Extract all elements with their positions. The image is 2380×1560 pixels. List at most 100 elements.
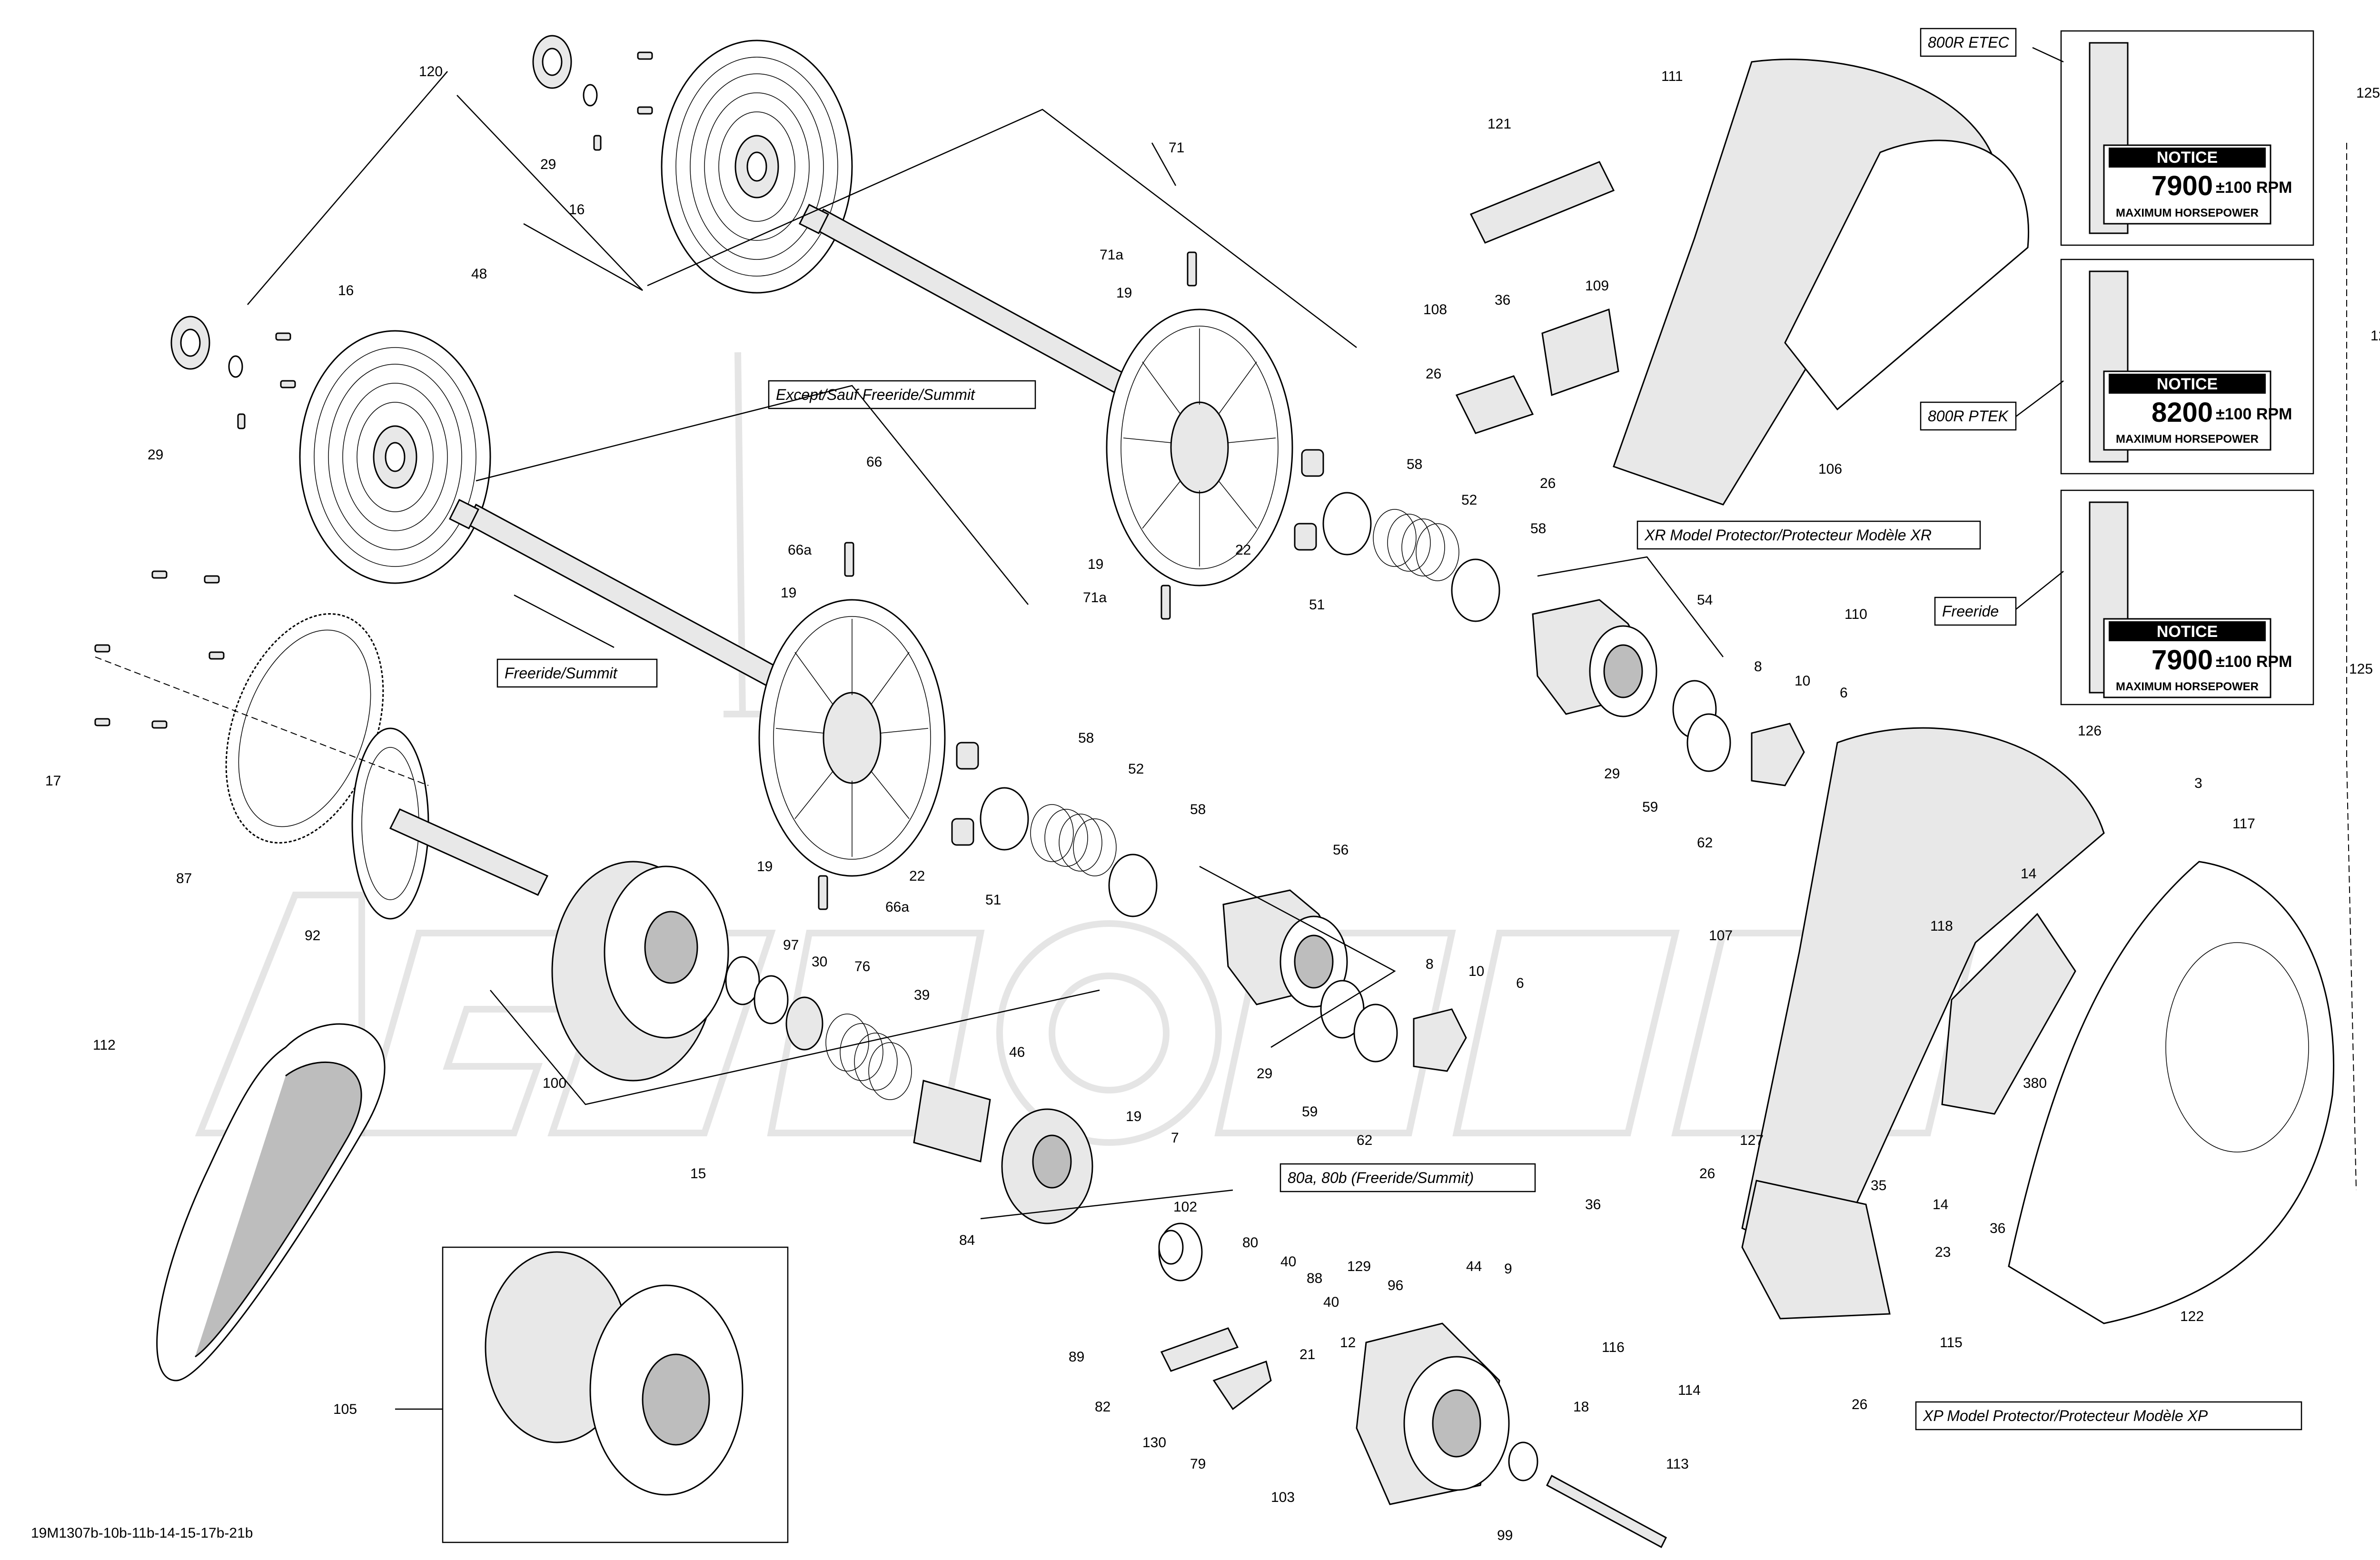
callout-120: 120	[419, 64, 443, 79]
callout-58: 58	[1530, 521, 1546, 537]
decal-3-tol: ±100 RPM	[2216, 653, 2292, 671]
callout-40: 40	[1280, 1254, 1296, 1270]
callout-19: 19	[1116, 285, 1132, 301]
screws-16b	[237, 332, 296, 429]
driven-pulley-lower	[758, 599, 946, 877]
callout-88: 88	[1307, 1271, 1322, 1286]
callout-76: 76	[854, 959, 870, 974]
callout-3: 3	[2194, 775, 2202, 791]
screw-66a-bottom	[818, 875, 828, 910]
callout-107: 107	[1709, 928, 1733, 944]
callout-51: 51	[1309, 597, 1325, 613]
callout-17: 17	[45, 773, 61, 789]
callout-58: 58	[1190, 802, 1206, 817]
callout-21: 21	[1299, 1347, 1315, 1362]
callout-29: 29	[1257, 1066, 1272, 1082]
callout-99: 99	[1497, 1528, 1513, 1543]
callout-9: 9	[1504, 1261, 1512, 1277]
callout-380: 380	[2023, 1075, 2047, 1091]
callout-59: 59	[1302, 1104, 1318, 1120]
callout-19: 19	[781, 585, 796, 601]
driven-pulley-upper	[1106, 308, 1293, 586]
cover-117	[2008, 861, 2334, 1324]
callout-71: 71	[1169, 140, 1184, 156]
guard-115	[1741, 1180, 1891, 1320]
cam-54	[1532, 599, 1657, 717]
bushing-51b	[1294, 523, 1317, 551]
callout-124: 124	[2370, 328, 2380, 344]
callout-26: 26	[1426, 366, 1441, 382]
callout-14: 14	[1933, 1197, 1948, 1212]
callout-108: 108	[1423, 302, 1447, 318]
callout-71a: 71a	[1083, 590, 1107, 606]
callout-7: 7	[1171, 1130, 1179, 1146]
callout-109: 109	[1585, 278, 1609, 294]
spring-52-lower	[980, 787, 1158, 917]
callout-84: 84	[959, 1232, 975, 1248]
label-800r-ptek: 800R PTEK	[1928, 407, 2009, 425]
decal-3-sub: MAXIMUM HORSEPOWER	[2116, 680, 2259, 693]
handle-121	[1469, 161, 1615, 244]
callout-80: 80	[1242, 1235, 1258, 1251]
callout-29: 29	[1604, 766, 1620, 782]
callout-82: 82	[1095, 1399, 1111, 1415]
callout-10: 10	[1795, 673, 1810, 689]
callout-19: 19	[757, 859, 773, 874]
callout-66a: 66a	[788, 542, 812, 558]
callout-112: 112	[93, 1037, 116, 1053]
engine-panel-800r-ptek	[2060, 258, 2314, 475]
box-freeride	[1934, 596, 2017, 626]
inset-box-105	[442, 1246, 789, 1543]
callout-40: 40	[1323, 1294, 1339, 1310]
decal-1-tol: ±100 RPM	[2216, 179, 2292, 197]
driven-sheave-upper	[661, 40, 853, 294]
box-xp-protector	[1915, 1401, 2302, 1431]
callout-19: 19	[1126, 1109, 1141, 1124]
callout-36: 36	[1990, 1221, 2005, 1236]
callout-16: 16	[338, 283, 354, 298]
washers-97-30-76	[725, 956, 823, 1051]
callout-8: 8	[1426, 956, 1434, 972]
callout-97: 97	[783, 937, 799, 953]
callout-51: 51	[985, 892, 1001, 908]
bushing-51a	[1301, 449, 1324, 477]
callouts: 120 29 16 48 16 29 71 71a 19 19 71a 22 5…	[45, 64, 2380, 1543]
sleeve-46	[913, 1080, 991, 1163]
callout-36: 36	[1585, 1197, 1601, 1212]
callout-8: 8	[1754, 659, 1762, 675]
bolts-17	[94, 570, 225, 729]
callout-18: 18	[1573, 1399, 1589, 1415]
callout-111: 111	[1661, 69, 1683, 84]
callout-121: 121	[1488, 116, 1511, 132]
callout-96: 96	[1388, 1278, 1403, 1293]
box-except-freeride	[768, 380, 1036, 409]
label-freeride-summit: Freeride/Summit	[505, 665, 618, 682]
leader-lines	[95, 47, 2357, 1410]
callout-100: 100	[543, 1075, 566, 1091]
screw-71a-top	[1187, 251, 1197, 287]
callout-125: 125	[2349, 661, 2373, 677]
callout-44: 44	[1466, 1259, 1482, 1274]
label-800r-etec: 800R ETEC	[1928, 34, 2010, 51]
shaft-71	[798, 203, 1191, 430]
bushing-51d	[951, 818, 974, 846]
callout-115: 115	[1940, 1335, 1963, 1351]
callout-92: 92	[305, 928, 320, 944]
callout-6: 6	[1840, 685, 1848, 701]
callout-62: 62	[1697, 835, 1713, 851]
callout-52: 52	[1128, 761, 1144, 777]
callout-102: 102	[1173, 1199, 1197, 1215]
callout-110: 110	[1844, 606, 1867, 622]
callout-35: 35	[1871, 1178, 1886, 1193]
fixed-sheave-92	[351, 727, 549, 920]
callout-22: 22	[1235, 542, 1251, 558]
callout-66a: 66a	[885, 899, 909, 915]
callout-29: 29	[540, 157, 556, 172]
callout-36: 36	[1495, 292, 1510, 308]
housing-62	[1413, 723, 1805, 1072]
screw-66a-top	[844, 542, 854, 577]
callout-58: 58	[1078, 730, 1094, 746]
callout-113: 113	[1666, 1456, 1689, 1472]
callout-71a: 71a	[1100, 247, 1123, 263]
decal-2-title: NOTICE	[2157, 375, 2218, 393]
